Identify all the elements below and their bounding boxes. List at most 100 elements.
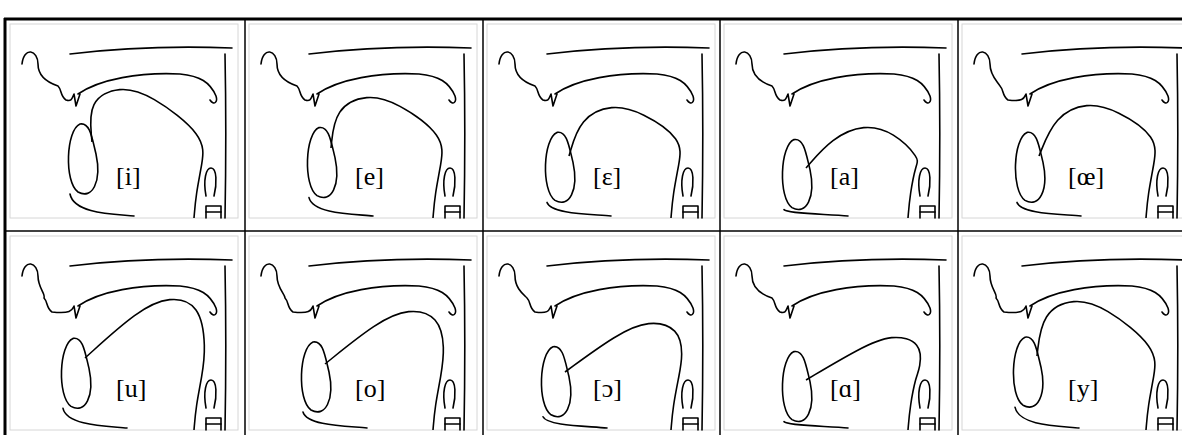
vowel-illustration <box>724 236 952 430</box>
table-rule <box>719 19 721 435</box>
larynx <box>206 206 221 218</box>
epiglottis <box>444 168 455 196</box>
face-profile <box>736 264 794 318</box>
vowel-illustration <box>724 24 952 218</box>
tongue <box>1039 105 1155 218</box>
pharynx-wall <box>938 266 940 430</box>
pharynx-wall <box>938 54 940 218</box>
image-frame <box>724 24 952 218</box>
vowel-label: [ɛ] <box>591 162 623 192</box>
table-rule <box>957 19 959 435</box>
image-frame <box>962 236 1182 430</box>
larynx-ring <box>445 423 460 425</box>
pharynx-wall <box>1176 54 1178 218</box>
vowel-illustration <box>487 24 715 218</box>
palate <box>792 74 931 103</box>
table-rule <box>482 19 484 435</box>
face-profile <box>22 52 80 106</box>
face-profile <box>736 52 794 106</box>
tongue <box>91 89 203 218</box>
pharynx-wall <box>1176 266 1178 430</box>
epiglottis <box>205 168 216 196</box>
larynx <box>920 418 935 430</box>
vowel-label: [œ] <box>1066 162 1106 192</box>
larynx-ring <box>1158 423 1173 425</box>
larynx <box>445 418 460 430</box>
nasal-cavity-roof <box>70 259 232 266</box>
vowel-label: [ɑ] <box>828 374 863 404</box>
larynx <box>445 206 460 218</box>
face-profile <box>499 52 557 106</box>
tongue <box>569 107 680 218</box>
lower-jaw <box>782 139 811 209</box>
face-profile <box>974 264 1032 318</box>
vowel-illustration <box>487 236 715 430</box>
tongue <box>565 323 682 430</box>
larynx-ring <box>206 423 221 425</box>
vowel-label: [u] <box>114 374 148 404</box>
epiglottis <box>919 168 930 196</box>
table-rule <box>244 19 246 435</box>
chin-line <box>784 210 848 216</box>
vowel-illustration <box>10 24 238 218</box>
vowel-illustration <box>249 24 477 218</box>
chin-line <box>784 422 848 428</box>
pharynx-wall <box>224 54 226 218</box>
vowel-label: [y] <box>1066 374 1100 404</box>
epiglottis <box>919 380 930 408</box>
tongue <box>331 97 442 218</box>
chin-line <box>1017 202 1081 216</box>
palate <box>792 286 931 315</box>
face-profile <box>261 52 319 106</box>
image-frame <box>962 24 1182 218</box>
epiglottis <box>205 380 216 408</box>
tongue <box>806 127 917 218</box>
epiglottis <box>682 168 693 196</box>
table-border <box>4 18 7 435</box>
pharynx-wall <box>463 54 465 218</box>
lower-jaw <box>68 124 97 194</box>
table-border <box>4 18 1182 21</box>
nasal-cavity-roof <box>547 259 709 266</box>
vowel-illustration <box>962 236 1182 430</box>
epiglottis <box>444 380 455 408</box>
larynx <box>683 418 698 430</box>
nasal-cavity-roof <box>1022 47 1182 54</box>
larynx <box>920 206 935 218</box>
image-frame <box>249 24 477 218</box>
chin-line <box>303 412 367 428</box>
larynx <box>683 206 698 218</box>
face-profile <box>22 264 80 318</box>
larynx-ring <box>1158 211 1173 213</box>
larynx-ring <box>206 211 221 213</box>
chin-line <box>547 202 611 216</box>
lower-jaw <box>301 342 330 412</box>
palate <box>1030 74 1169 103</box>
chin-line <box>309 198 373 216</box>
chin-line <box>70 194 134 216</box>
vowel-label: [ɔ] <box>591 374 624 404</box>
vowel-illustration <box>249 236 477 430</box>
larynx-ring <box>683 211 698 213</box>
face-profile <box>974 52 1032 106</box>
larynx <box>1158 418 1173 430</box>
pharynx-wall <box>224 266 226 430</box>
lower-jaw <box>545 132 574 202</box>
pharynx-wall <box>463 266 465 430</box>
palate <box>317 74 456 103</box>
image-frame <box>10 24 238 218</box>
tongue <box>85 299 204 430</box>
nasal-cavity-roof <box>309 259 471 266</box>
pharynx-wall <box>701 54 703 218</box>
nasal-cavity-roof <box>784 47 946 54</box>
nasal-cavity-roof <box>784 259 946 266</box>
nasal-cavity-roof <box>309 47 471 54</box>
epiglottis <box>682 380 693 408</box>
nasal-cavity-roof <box>547 47 709 54</box>
nasal-cavity-roof <box>1022 259 1182 266</box>
lower-jaw <box>1015 132 1044 202</box>
tongue <box>325 311 443 430</box>
chin-line <box>63 408 127 428</box>
face-profile <box>499 264 557 318</box>
